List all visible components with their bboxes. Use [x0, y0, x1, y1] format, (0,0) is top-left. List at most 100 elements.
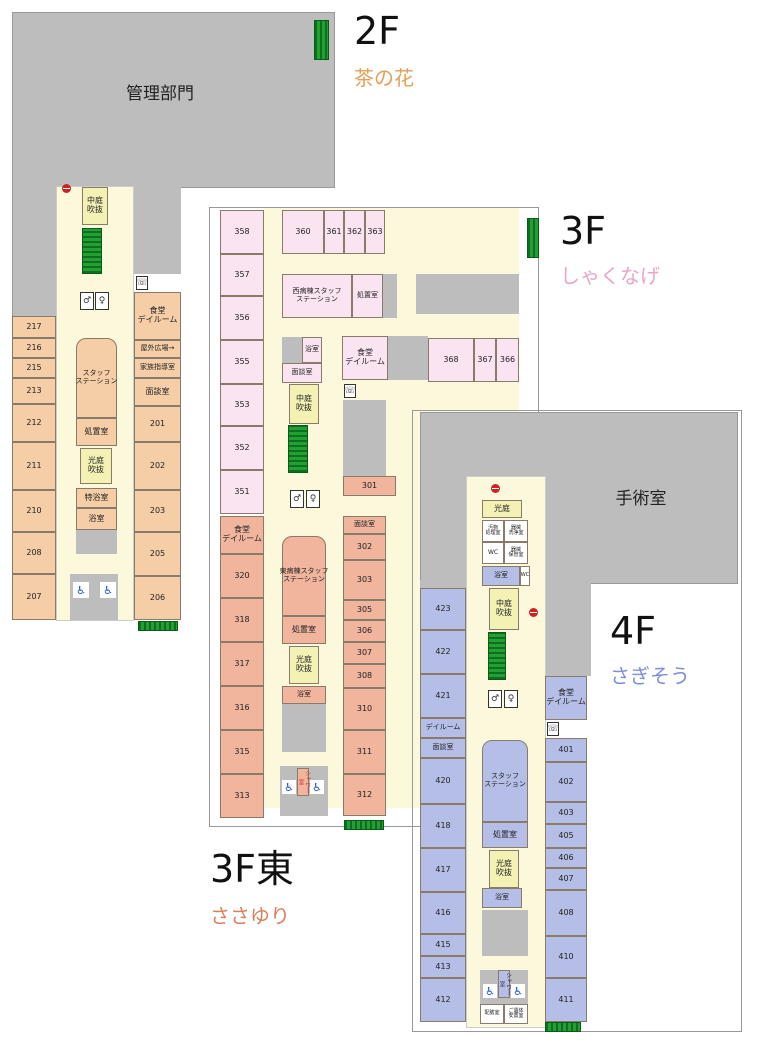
toilet-icon: ♂	[290, 490, 304, 508]
treatment-room-4f: 処置室	[482, 822, 528, 848]
courtyard-4f: 中庭 吹抜	[489, 588, 519, 630]
room-421: 421	[420, 674, 466, 718]
utility-room-4f-f: ご遺体 安置室	[504, 1004, 528, 1024]
room-403: 403	[545, 802, 587, 824]
room-406: 406	[545, 848, 587, 868]
stairs-icon	[138, 621, 178, 631]
room-306: 306	[343, 620, 386, 642]
treatment-room-3f: 処置室	[352, 274, 383, 318]
room-313: 313	[220, 774, 264, 818]
accessible-icon: ♿	[310, 780, 324, 794]
room-208: 208	[12, 532, 56, 574]
admin-block-lower	[12, 186, 56, 316]
bath-4f: 浴室	[482, 566, 520, 586]
room-205: 205	[134, 532, 181, 576]
consult-room-2f: 面談室	[134, 378, 181, 406]
room-368: 368	[428, 338, 474, 382]
shower-room-4f: シャワー室	[498, 970, 512, 998]
stairs-icon	[288, 425, 308, 473]
accessible-icon: ♿	[73, 582, 89, 598]
admin-block	[12, 12, 335, 188]
room-358: 358	[220, 210, 264, 254]
dining-4f: 食堂 デイルーム	[545, 676, 587, 720]
room-357: 357	[220, 254, 264, 296]
bath-4f-2: 浴室	[482, 888, 522, 908]
floor-title-3fe: 3F東	[210, 847, 295, 891]
staff-station-2f: スタッフ ステーション	[76, 338, 117, 418]
floor-subtitle-4f: さぎそう	[610, 664, 690, 688]
room-318: 318	[220, 598, 264, 642]
courtyard-3f: 中庭 吹抜	[289, 384, 319, 424]
room-407: 407	[545, 868, 587, 890]
room-316: 316	[220, 686, 264, 730]
dining-3f: 食堂 デイルーム	[342, 336, 388, 380]
light-well-3fe: 光庭 吹抜	[289, 646, 319, 684]
room-212: 212	[12, 404, 56, 442]
room-410: 410	[545, 936, 587, 978]
dayroom-4f: デイルーム	[420, 718, 466, 738]
room-412: 412	[420, 978, 466, 1022]
staff-station-4f: スタッフ ステーション	[482, 740, 528, 822]
consult-room-3f: 面談室	[282, 363, 322, 383]
room-401: 401	[545, 738, 587, 762]
no-entry-icon	[62, 184, 71, 193]
phone-icon: ☏	[344, 384, 356, 398]
shower-room-3fe: シャワー室	[297, 768, 311, 796]
room-356: 356	[220, 296, 264, 340]
utility-3fe	[282, 704, 326, 752]
stairs-icon	[488, 632, 506, 680]
toilet-icon: ♂	[488, 690, 502, 708]
bath-3fe: 浴室	[282, 686, 326, 704]
room-301: 301	[343, 476, 396, 496]
toilet-icon: ♀	[504, 690, 518, 708]
room-207: 207	[12, 574, 56, 620]
admin-block-right	[134, 186, 181, 274]
stairs-icon	[527, 218, 539, 258]
toilet-icon: ♀	[306, 490, 320, 508]
room-417: 417	[420, 848, 466, 892]
light-well-2f: 光庭 吹抜	[80, 448, 112, 484]
room-367: 367	[474, 338, 496, 382]
utility-3f	[383, 274, 397, 318]
room-422: 422	[420, 630, 466, 674]
family-guidance-2f: 家族指導室	[134, 358, 181, 378]
accessible-icon: ♿	[100, 582, 116, 598]
outdoor-plaza-2f: 屋外広場→	[134, 340, 181, 358]
room-303: 303	[343, 560, 386, 600]
room-305: 305	[343, 600, 386, 620]
utility-room-4f-a: 汚物 処理室	[482, 520, 504, 542]
room-362: 362	[344, 210, 365, 254]
special-bath-2f: 特浴室	[76, 488, 117, 508]
wc-4f: WC	[520, 566, 530, 586]
room-418: 418	[420, 804, 466, 848]
light-well-4f-2: 光庭 吹抜	[489, 850, 519, 888]
floor-title-2f: 2F	[354, 9, 401, 53]
room-352: 352	[220, 426, 264, 470]
room-315: 315	[220, 730, 264, 774]
west-station-3f: 西病棟スタッフ ステーション	[282, 274, 352, 318]
consult-room-3fe: 面談室	[343, 516, 386, 534]
surgery-block-lower2	[545, 580, 591, 676]
no-entry-icon	[491, 484, 500, 493]
bath-3f: 浴室	[302, 337, 322, 363]
floor-subtitle-2f: 茶の花	[354, 66, 414, 90]
room-320: 320	[220, 554, 264, 598]
room-355: 355	[220, 340, 264, 384]
room-202: 202	[134, 442, 181, 490]
room-415: 415	[420, 934, 466, 956]
utility-3f-a	[282, 337, 302, 363]
east-station-3fe: 東病棟スタッフ ステーション	[280, 536, 329, 616]
room-307: 307	[343, 642, 386, 664]
room-413: 413	[420, 956, 466, 978]
surgery-label: 手術室	[615, 489, 667, 510]
stairs-icon	[314, 20, 329, 60]
room-312: 312	[343, 774, 386, 816]
room-420: 420	[420, 758, 466, 804]
utility-3f-right	[416, 274, 519, 314]
light-well-4f: 光庭	[482, 500, 522, 518]
room-423: 423	[420, 588, 466, 630]
utility-2f	[76, 530, 117, 554]
room-363: 363	[365, 210, 385, 254]
room-210: 210	[12, 490, 56, 532]
dining-3fe: 食堂 デイルーム	[220, 516, 264, 554]
